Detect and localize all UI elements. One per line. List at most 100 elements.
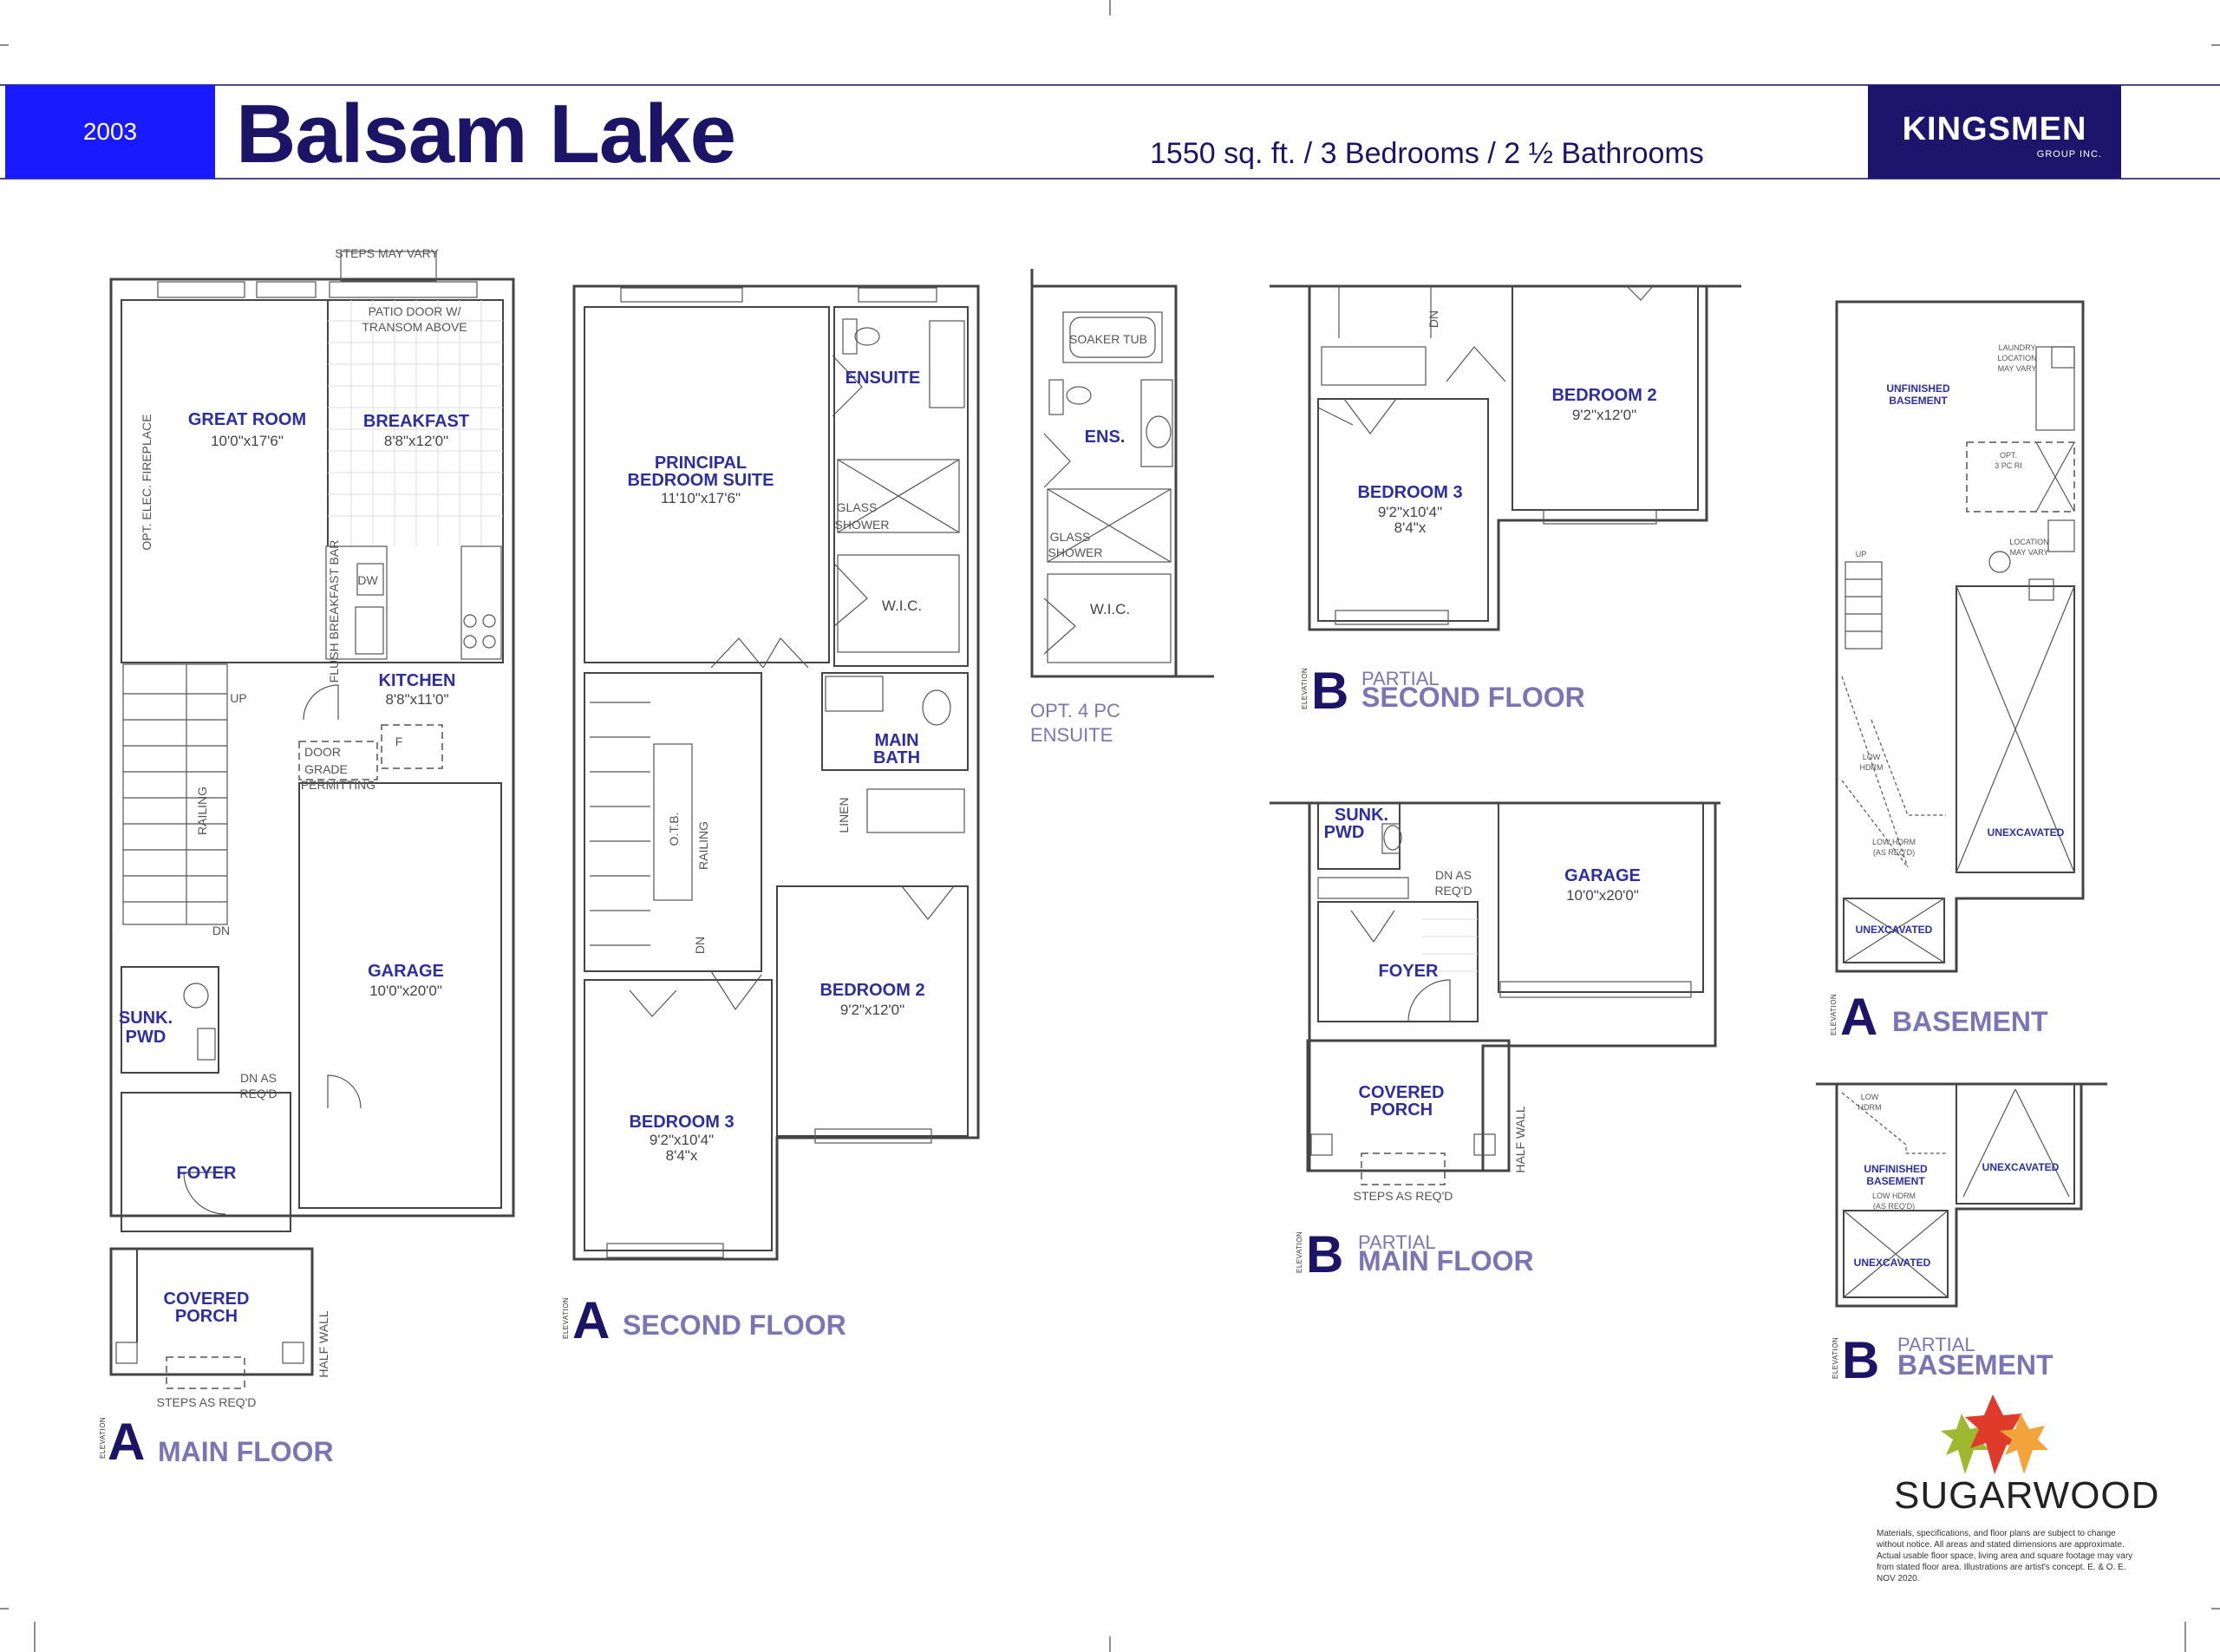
disclaimer: Materials, specifications, and floor pla… — [1877, 1529, 2133, 1583]
note-b-reqd: REQ'D — [1434, 884, 1472, 898]
note-dn-as: DN AS — [240, 1071, 277, 1085]
header-bottom-rule — [0, 178, 2220, 180]
room-principal-dims: 11'10"x17'6" — [661, 490, 741, 506]
room-unexcavated-2: UNEXCAVATED — [1856, 924, 1933, 936]
note-basement-up: UP — [1856, 550, 1867, 558]
note-low: LOW — [1863, 753, 1881, 761]
sugarwood-logo-text: SUGARWOOD — [1894, 1474, 2160, 1517]
note-patio-door: PATIO DOOR W/ — [369, 304, 461, 318]
second-floor-label: SECOND FLOOR — [623, 1309, 846, 1341]
room-ens: ENS. — [1085, 428, 1126, 447]
note-half-wall: HALF WALL — [317, 1310, 330, 1377]
room-b-bedroom3-dims2: 8'4"x — [1394, 519, 1427, 536]
note-glass-opt: GLASS — [1050, 530, 1091, 544]
partial-basement-label: BASEMENT — [1897, 1349, 2054, 1381]
room-bedroom3: BEDROOM 3 — [629, 1113, 734, 1132]
opt-ensuite-label-2: ENSUITE — [1030, 724, 1113, 746]
note-up: UP — [230, 691, 246, 705]
brand-logo: KINGSMEN GROUP INC. — [1868, 85, 2121, 179]
note-wic-opt: W.I.C. — [1090, 601, 1130, 617]
room-unfinished-line1: UNFINISHED — [1886, 382, 1950, 395]
note-glass: GLASS — [837, 500, 878, 514]
room-pb-unexcavated-2: UNEXCAVATED — [1854, 1257, 1931, 1269]
note-b-half-wall: HALF WALL — [1513, 1106, 1527, 1172]
room-b-sunk-pwd-line1: SUNK. — [1335, 806, 1388, 825]
note-pb-low-hdrm: LOW HDRM — [1872, 1192, 1916, 1200]
room-pb-unfinished-line1: UNFINISHED — [1864, 1163, 1928, 1175]
note-soaker-tub: SOAKER TUB — [1069, 332, 1147, 346]
note-location: LOCATION — [2009, 538, 2048, 546]
note-pb-low: LOW — [1861, 1093, 1879, 1101]
main-floor-elevation-caption: ELEVATION — [99, 1416, 107, 1459]
room-principal-line1: PRINCIPAL — [655, 454, 747, 473]
room-b-bedroom2: BEDROOM 2 — [1551, 386, 1656, 405]
main-floor-plan: GREAT ROOM 10'0"x17'6" BREAKFAST 8'8"x12… — [109, 246, 515, 1409]
room-pb-unfinished-line2: BASEMENT — [1866, 1175, 1925, 1187]
partial-basement-elevation-caption: ELEVATION — [1832, 1336, 1839, 1379]
note-opt-3pc: 3 PC RI — [1995, 461, 2022, 470]
note-laundry: LAUNDRY — [1999, 343, 2036, 352]
second-floor-plan: PRINCIPAL BEDROOM SUITE 11'10"x17'6" ENS… — [572, 284, 980, 1261]
partial-second-label: SECOND FLOOR — [1361, 682, 1585, 713]
main-floor-outline — [109, 278, 515, 1218]
note-grade: GRADE — [304, 762, 348, 776]
page-title: Balsam Lake — [236, 88, 736, 180]
partial-main-label: MAIN FLOOR — [1358, 1245, 1534, 1277]
brand-sub: GROUP INC. — [2036, 149, 2102, 160]
room-b-bedroom2-dims: 9'2"x12'0" — [1572, 407, 1636, 423]
room-ensuite: ENSUITE — [846, 369, 921, 388]
main-floor-elevation: A — [108, 1413, 146, 1471]
room-garage: GARAGE — [368, 962, 444, 981]
note-linen: LINEN — [837, 797, 851, 833]
note-dn: DN — [212, 924, 230, 937]
room-b-garage: GARAGE — [1564, 866, 1641, 885]
partial-main-floor-plan: SUNK. PWD GARAGE 10'0"x20'0" FOYER COVER… — [1270, 801, 1720, 1203]
note-b-dn-as: DN AS — [1435, 868, 1472, 882]
note-fireplace: OPT. ELEC. FIREPLACE — [140, 414, 153, 550]
brand-name: KINGSMEN — [1902, 111, 2087, 147]
header-top-rule — [0, 84, 2220, 86]
room-b-bedroom3: BEDROOM 3 — [1357, 483, 1462, 502]
room-b-porch-line1: COVERED — [1359, 1083, 1445, 1102]
partial-main-elevation: B — [1306, 1225, 1344, 1283]
note-pb-hdrm: HDRM — [1858, 1103, 1882, 1112]
room-principal-line2: BEDROOM SUITE — [628, 471, 774, 490]
room-b-bedroom3-dims: 9'2"x10'4" — [1378, 504, 1442, 520]
foyer-outline — [121, 1092, 291, 1232]
partial-basement-plan: UNFINISHED BASEMENT UNEXCAVATED UNEXCAVA… — [1816, 1082, 2107, 1308]
room-breakfast: BREAKFAST — [363, 412, 469, 431]
note-transom: TRANSOM ABOVE — [362, 320, 467, 334]
note-railing-2: RAILING — [696, 821, 710, 870]
note-low-hdrm: LOW HDRM — [1872, 838, 1916, 846]
room-unexcavated-1: UNEXCAVATED — [1988, 826, 2065, 839]
room-unfinished-line2: BASEMENT — [1889, 395, 1948, 407]
room-bedroom3-dims: 9'2"x10'4" — [650, 1132, 714, 1148]
second-floor-elevation: A — [572, 1291, 610, 1349]
note-permitting: PERMITTING — [301, 778, 375, 792]
note-b-dn: DN — [1427, 310, 1440, 328]
basement-elevation: A — [1840, 988, 1878, 1046]
room-b-porch-line2: PORCH — [1370, 1100, 1433, 1120]
room-main-bath-line1: MAIN — [874, 731, 918, 750]
note-dw: DW — [357, 573, 378, 587]
room-great-room-dims: 10'0"x17'6" — [211, 433, 284, 449]
page-subtitle: 1550 sq. ft. / 3 Bedrooms / 2 ½ Bathroom… — [1150, 137, 1704, 170]
basement-elevation-caption: ELEVATION — [1830, 993, 1838, 1035]
note-reqd: REQ'D — [239, 1087, 277, 1100]
partial-main-elevation-caption: ELEVATION — [1296, 1231, 1303, 1273]
note-location-vary: MAY VARY — [2010, 548, 2049, 557]
room-b-garage-dims: 10'0"x20'0" — [1566, 887, 1639, 904]
room-sunk-pwd-line2: PWD — [126, 1028, 166, 1047]
note-door: DOOR — [304, 745, 341, 759]
great-room-outline — [121, 299, 504, 663]
basement-label: BASEMENT — [1892, 1006, 2048, 1037]
room-main-bath-line2: BATH — [873, 748, 920, 767]
room-porch-line2: PORCH — [175, 1307, 238, 1326]
porch-outline — [109, 1247, 314, 1376]
model-number-badge: 2003 — [5, 85, 215, 179]
note-dn-2: DN — [693, 937, 707, 954]
note-otb: O.T.B. — [667, 813, 681, 846]
room-kitchen: KITCHEN — [379, 671, 456, 690]
